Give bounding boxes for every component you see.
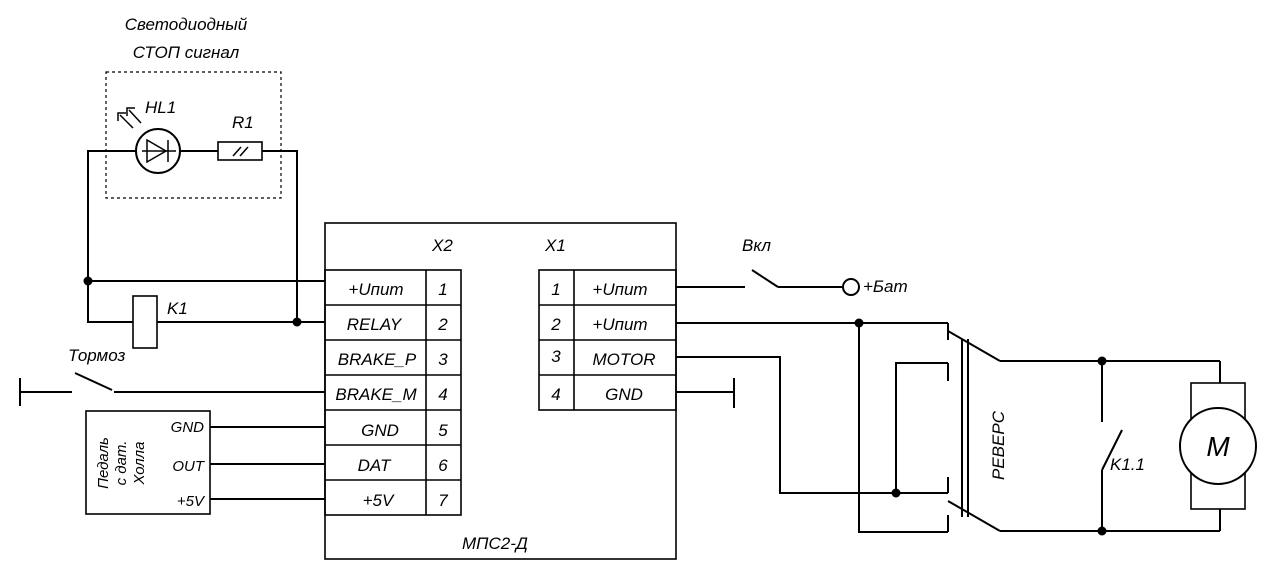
x2-pin-name: +Uпит xyxy=(348,280,403,299)
pedal-label-line2: с дат. xyxy=(113,441,130,486)
x1-pin-name: +Uпит xyxy=(592,315,647,334)
x1-pin-name: GND xyxy=(605,385,643,404)
pedal-pin-gnd: GND xyxy=(171,419,205,436)
pedal-label-line3: Холла xyxy=(131,442,148,486)
reverse-blade xyxy=(947,330,1001,362)
battery-terminal xyxy=(842,278,860,296)
brake-switch-group: Тормоз xyxy=(19,346,325,406)
resistor-hatch-icon xyxy=(232,146,249,157)
pedal-pin-out: OUT xyxy=(172,458,206,475)
x2-pin-num: 1 xyxy=(438,280,447,299)
resistor-r1 xyxy=(217,141,263,161)
x1-pin-num: 1 xyxy=(551,280,560,299)
power-switch-label: Вкл xyxy=(742,236,771,255)
supply-to-lower-contact-wire xyxy=(858,323,948,533)
light-emission-arrows-icon xyxy=(117,107,142,129)
x1-pin-num: 3 xyxy=(551,347,561,366)
x1-pin-num: 4 xyxy=(551,385,560,404)
pedal-pin-5v: +5V xyxy=(177,493,206,510)
x1-gnd-terminal xyxy=(676,378,735,408)
led-stop-signal-group: Светодиодный СТОП сигнал HL1 R1 xyxy=(87,15,298,323)
power-switch-group: Вкл +Бат xyxy=(676,236,908,296)
x2-pin-num: 2 xyxy=(437,315,448,334)
battery-label: +Бат xyxy=(863,277,908,296)
motor-out-wire xyxy=(676,356,948,494)
x2-pin-name: BRAKE_P xyxy=(338,350,417,369)
x2-pin-num: 4 xyxy=(438,385,447,404)
k1-1-label: K1.1 xyxy=(1110,455,1145,474)
x1-pin-num: 2 xyxy=(550,315,561,334)
x1-pin-name: MOTOR xyxy=(593,350,656,369)
motor-symbol xyxy=(1179,407,1257,485)
x2-pin-num: 5 xyxy=(438,421,448,440)
motor-group: M xyxy=(1179,361,1257,531)
resistor-r1-label: R1 xyxy=(232,113,254,132)
x2-pin-num: 3 xyxy=(438,350,448,369)
x2-pin-name: +5V xyxy=(363,491,395,510)
junction-dot xyxy=(292,317,302,327)
x1-pin-name: +Uпит xyxy=(592,280,647,299)
stop-signal-title-line1: Светодиодный xyxy=(125,15,248,34)
power-switch-contact xyxy=(751,269,779,288)
controller-mps2d: МПС2-Д X2 X1 +Uпит 1 RELAY 2 BRAKE_P 3 B… xyxy=(324,222,677,560)
x2-pin-name: DAT xyxy=(358,456,392,475)
x2-pin-num: 7 xyxy=(438,491,448,510)
brake-switch-label: Тормоз xyxy=(68,346,125,365)
k1-1-contact-blade xyxy=(1101,429,1123,471)
x1-connector: 1 +Uпит 2 +Uпит 3 MOTOR 4 GND xyxy=(538,269,677,411)
x1-label: X1 xyxy=(544,236,566,255)
relay-k1-label: K1 xyxy=(167,299,188,318)
resistor-to-relay-wire xyxy=(262,150,298,322)
motor-label: M xyxy=(1206,431,1230,462)
brake-switch-contact xyxy=(74,372,113,391)
controller-name: МПС2-Д xyxy=(462,534,528,553)
led-hl1-label: HL1 xyxy=(145,98,176,117)
junction-dot xyxy=(83,276,93,286)
relay-k1-group: K1 xyxy=(83,276,325,349)
x2-pin-name: GND xyxy=(361,421,399,440)
relay-contact-k1-1: K1.1 xyxy=(1097,356,1145,536)
reverse-switch-group: РЕВЕРС xyxy=(676,318,1220,533)
led-loop-wire xyxy=(87,150,136,323)
x2-connector: +Uпит 1 RELAY 2 BRAKE_P 3 BRAKE_M 4 GND … xyxy=(324,269,462,516)
reverse-blade xyxy=(947,500,1001,532)
x2-pin-name: RELAY xyxy=(347,315,403,334)
stop-signal-title-line2: СТОП сигнал xyxy=(133,43,240,62)
x2-pin-name: BRAKE_M xyxy=(335,385,417,404)
x2-label: X2 xyxy=(431,236,453,255)
stop-signal-dashed-frame xyxy=(105,71,282,199)
motor-out-to-upper-contact-wire xyxy=(895,362,948,493)
reverse-label: РЕВЕРС xyxy=(989,410,1008,480)
relay-k1-coil xyxy=(132,295,158,349)
x2-pin-num: 6 xyxy=(438,456,448,475)
hall-pedal-box xyxy=(85,410,211,515)
pedal-label-line1: Педаль xyxy=(95,437,112,489)
hall-pedal-group: Педаль с дат. Холла GND OUT +5V xyxy=(85,410,325,515)
